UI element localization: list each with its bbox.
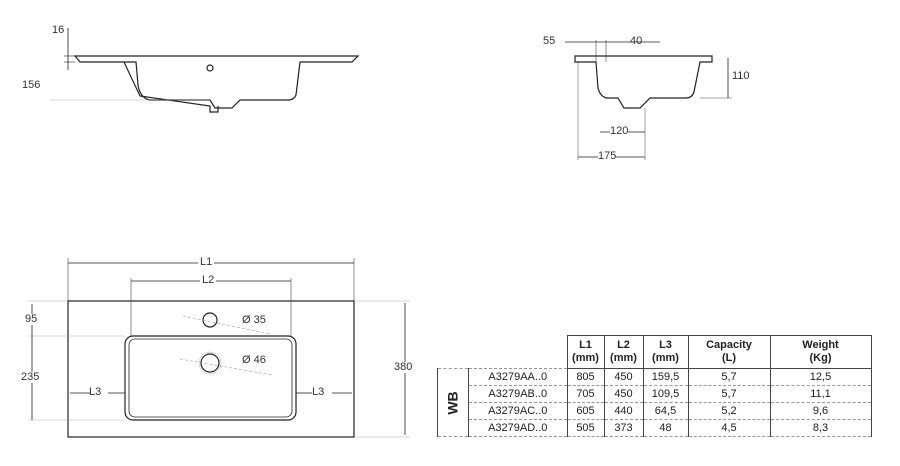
group-label: WB bbox=[437, 368, 469, 437]
l1-label: L1 bbox=[198, 256, 215, 268]
header-weight: Weight(Kg) bbox=[769, 335, 872, 369]
header-l2: L2(mm) bbox=[603, 335, 644, 369]
l3-left-label: L3 bbox=[89, 386, 102, 398]
plan-view bbox=[28, 258, 410, 438]
header-l3: L3(mm) bbox=[642, 335, 689, 369]
weight-value: 11,1 bbox=[769, 385, 872, 403]
dimensions-table: L1(mm) L2(mm) L3(mm) Capacity(L) Weight(… bbox=[437, 335, 872, 437]
outer-width-label: 175 bbox=[598, 150, 617, 162]
tap-offset-label: 95 bbox=[25, 313, 38, 325]
basin-width-label: 235 bbox=[21, 371, 40, 383]
table-row: WB A3279AA..0 805 450 159,5 5,7 12,5 bbox=[437, 368, 872, 437]
side-height-label: 156 bbox=[22, 79, 41, 91]
capacity-value: 5,2 bbox=[687, 402, 771, 420]
l3-value: 48 bbox=[642, 419, 689, 437]
left-offset-label: 55 bbox=[543, 35, 556, 47]
side-view bbox=[50, 28, 360, 113]
rim-thickness-label: 16 bbox=[52, 24, 65, 36]
table-row: A3279AB..0 705 450 109,5 5,7 11,1 bbox=[438, 385, 872, 403]
l3-value: 109,5 bbox=[642, 385, 689, 403]
weight-value: 12,5 bbox=[769, 368, 872, 386]
weight-value: 9,6 bbox=[769, 402, 872, 420]
l3-right-label: L3 bbox=[312, 386, 325, 398]
table-row: A3279AC..0 605 440 64,5 5,2 9,6 bbox=[438, 402, 872, 420]
capacity-value: 5,7 bbox=[687, 385, 771, 403]
l1-value: 805 bbox=[566, 368, 605, 386]
inner-width-label: 120 bbox=[610, 125, 629, 137]
weight-value: 8,3 bbox=[769, 419, 872, 437]
model-code: A3279AB..0 bbox=[468, 385, 568, 403]
total-width-label: 380 bbox=[394, 361, 413, 373]
right-offset-label: 40 bbox=[630, 35, 643, 47]
l3-value: 159,5 bbox=[642, 368, 689, 386]
header-capacity: Capacity(L) bbox=[687, 335, 771, 369]
l2-value: 373 bbox=[603, 419, 644, 437]
table-header-row: L1(mm) L2(mm) L3(mm) Capacity(L) Weight(… bbox=[438, 335, 872, 369]
drain-diameter-label: Ø 46 bbox=[242, 354, 266, 366]
capacity-value: 4,5 bbox=[687, 419, 771, 437]
table-row: A3279AD..0 505 373 48 4,5 8,3 bbox=[438, 419, 872, 437]
l3-value: 64,5 bbox=[642, 402, 689, 420]
l1-value: 605 bbox=[566, 402, 605, 420]
section-view bbox=[565, 40, 732, 160]
l2-value: 450 bbox=[603, 385, 644, 403]
capacity-value: 5,7 bbox=[687, 368, 771, 386]
model-code: A3279AC..0 bbox=[468, 402, 568, 420]
model-code: A3279AD..0 bbox=[468, 419, 568, 437]
l1-value: 505 bbox=[566, 419, 605, 437]
header-l1: L1(mm) bbox=[566, 335, 605, 369]
l1-value: 705 bbox=[566, 385, 605, 403]
l2-value: 440 bbox=[603, 402, 644, 420]
l2-label: L2 bbox=[200, 274, 217, 286]
model-code: A3279AA..0 bbox=[468, 368, 568, 386]
depth-label: 110 bbox=[732, 70, 750, 82]
tap-hole-diameter-label: Ø 35 bbox=[242, 314, 266, 326]
l2-value: 450 bbox=[603, 368, 644, 386]
